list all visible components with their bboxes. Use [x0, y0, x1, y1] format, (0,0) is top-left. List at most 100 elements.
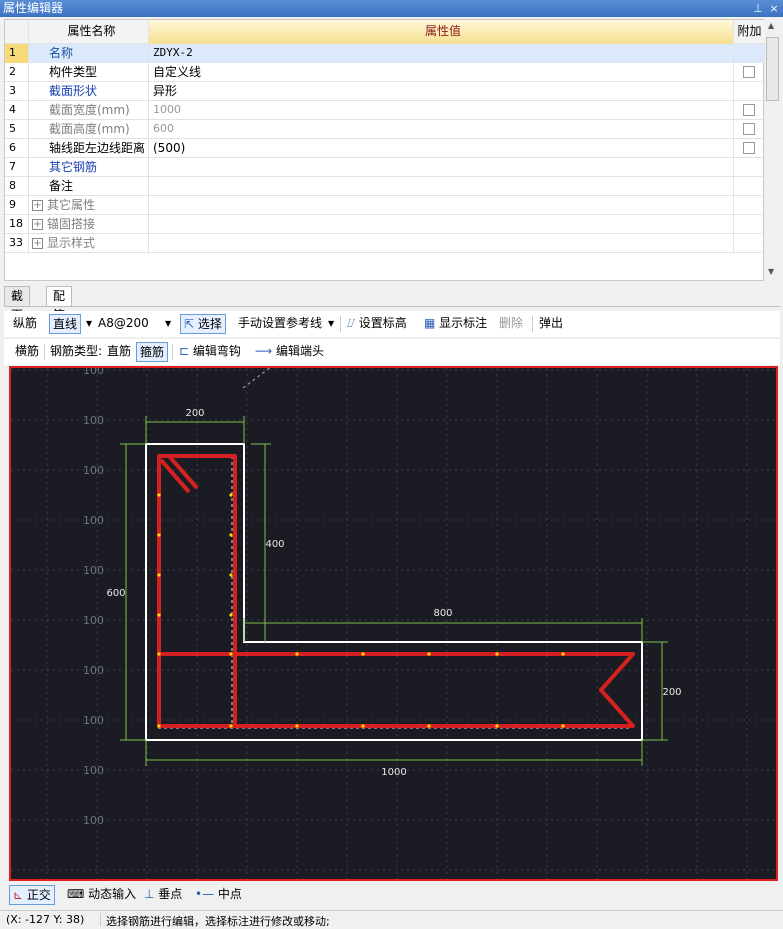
edit-end-button[interactable]: ⟶ 编辑端头: [252, 342, 327, 362]
edit-hook-label: 编辑弯钩: [192, 344, 241, 358]
popup-button[interactable]: 弹出: [539, 316, 564, 330]
line-dropdown-icon[interactable]: ▼: [86, 319, 93, 328]
property-row[interactable]: 18+锚固搭接: [5, 215, 765, 234]
select-button[interactable]: ⇱ 选择: [180, 314, 226, 334]
scroll-thumb[interactable]: [766, 37, 779, 101]
toolbar-transverse: 横筋 钢筋类型: 直筋 箍筋 ⊏ 编辑弯钩 ⟶ 编辑端头: [4, 339, 780, 365]
row-number: 7: [5, 158, 29, 177]
property-value[interactable]: 1000: [149, 101, 734, 120]
show-dims-button[interactable]: ▦ 显示标注: [421, 314, 490, 334]
close-icon[interactable]: ×: [769, 2, 779, 15]
grid-label: 100: [83, 664, 104, 677]
rebar-point: [229, 533, 233, 537]
attach-checkbox[interactable]: [743, 104, 755, 116]
grid-scrollbar[interactable]: ▲ ▼: [765, 19, 780, 281]
property-value[interactable]: 自定义线: [149, 63, 734, 82]
property-name: 备注: [29, 177, 149, 196]
expand-icon[interactable]: +: [32, 238, 43, 249]
rebar-point: [361, 724, 365, 728]
property-row[interactable]: 6 轴线距左边线距离(500): [5, 139, 765, 158]
property-value[interactable]: [149, 177, 734, 196]
property-name: 名称: [29, 44, 149, 63]
property-value[interactable]: 异形: [149, 82, 734, 101]
attach-checkbox[interactable]: [743, 142, 755, 154]
tab-rebar[interactable]: 配筋: [46, 286, 73, 322]
pin-icon[interactable]: ⊥: [753, 2, 763, 15]
rebar-point: [427, 652, 431, 656]
scroll-up-icon[interactable]: ▲: [768, 21, 775, 30]
edit-end-label: 编辑端头: [276, 344, 325, 358]
coordinates: (X: -127 Y: 38): [6, 913, 85, 926]
property-value[interactable]: (500): [149, 139, 734, 158]
midpoint-toggle[interactable]: •— 中点: [192, 885, 245, 905]
perpendicular-toggle[interactable]: ⊥ 垂点: [141, 885, 185, 905]
property-value[interactable]: [149, 234, 734, 253]
extra-cell: [734, 196, 765, 215]
stirrup-horizontal: [159, 652, 635, 728]
property-name: 截面高度(mm): [29, 120, 149, 139]
edit-hook-button[interactable]: ⊏ 编辑弯钩: [176, 342, 244, 362]
delete-button[interactable]: 删除: [499, 316, 524, 330]
dims-icon: ▦: [424, 316, 436, 330]
stirrup-hook: [159, 458, 191, 494]
straight-rebar-button[interactable]: 直筋: [107, 344, 132, 358]
grid-label: 100: [83, 368, 104, 377]
property-value[interactable]: [149, 158, 734, 177]
scroll-down-icon[interactable]: ▼: [768, 267, 775, 276]
show-dims-label: 显示标注: [439, 316, 488, 330]
property-name: 其它钢筋: [29, 158, 149, 177]
property-name: 构件类型: [29, 63, 149, 82]
property-name-text: 其它钢筋: [49, 160, 98, 174]
dynamic-input-toggle[interactable]: ⌨ 动态输入: [64, 885, 139, 905]
cad-drawing[interactable]: 1001001001001001001001001001002004006008…: [11, 347, 776, 879]
extra-cell: [734, 215, 765, 234]
rebar-spec-select[interactable]: A8@200: [98, 316, 149, 330]
rebar-point: [229, 573, 233, 577]
property-row[interactable]: 33+显示样式: [5, 234, 765, 253]
attach-checkbox[interactable]: [743, 123, 755, 135]
property-name-text: 轴线距左边线距离: [49, 141, 146, 155]
section-outline: [145, 443, 643, 741]
expand-icon[interactable]: +: [32, 219, 43, 230]
grid-header: 属性名称 属性值 附加: [5, 20, 765, 44]
header-num: [5, 20, 29, 44]
property-row[interactable]: 7 其它钢筋: [5, 158, 765, 177]
stirrup-button[interactable]: 箍筋: [136, 342, 169, 362]
rebar-point: [295, 724, 299, 728]
row-number: 1: [5, 44, 29, 63]
attach-checkbox[interactable]: [743, 66, 755, 78]
expand-icon[interactable]: +: [32, 200, 43, 211]
dim-stem-label: 400: [265, 539, 284, 550]
property-value[interactable]: [149, 215, 734, 234]
set-elevation-button[interactable]: ⌰ 设置标高: [344, 314, 410, 334]
row-number: 6: [5, 139, 29, 158]
row-number: 2: [5, 63, 29, 82]
separator: [100, 913, 101, 926]
property-name-text: 锚固搭接: [47, 217, 96, 231]
leader-line: [242, 347, 297, 389]
rebar-point: [229, 613, 233, 617]
spec-dropdown-icon[interactable]: ▼: [165, 319, 172, 328]
property-value[interactable]: 600: [149, 120, 734, 139]
property-value[interactable]: [149, 196, 734, 215]
header-name: 属性名称: [29, 20, 149, 44]
line-mode-button[interactable]: 直线: [49, 314, 82, 334]
dynamic-input-label: 动态输入: [88, 887, 137, 901]
separator: [340, 316, 341, 332]
ortho-toggle[interactable]: ⊾ 正交: [9, 885, 55, 905]
manual-ref-button[interactable]: 手动设置参考线: [238, 316, 323, 330]
tab-section[interactable]: 截面: [4, 286, 31, 322]
property-row[interactable]: 9+其它属性: [5, 196, 765, 215]
rebar-point: [157, 533, 161, 537]
ref-dropdown-icon[interactable]: ▼: [328, 319, 335, 328]
property-value[interactable]: ZDYX-2: [149, 44, 734, 63]
status-message: 选择钢筋进行编辑，选择标注进行修改或移动;: [106, 915, 330, 928]
grid-label: 100: [83, 564, 104, 577]
